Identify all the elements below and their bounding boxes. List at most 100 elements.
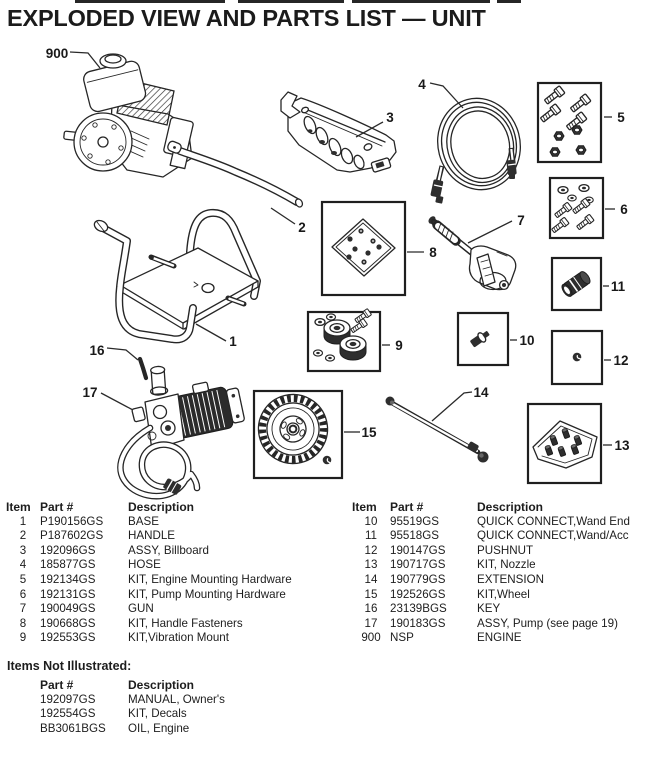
not-illustrated-heading: Items Not Illustrated:: [7, 659, 132, 673]
parts-row: 16 23139BGS KEY: [352, 603, 660, 618]
description-column-header: Description: [128, 678, 195, 692]
item-number: 4: [19, 558, 27, 572]
parts-row: 9 192553GS KIT,Vibration Mount: [6, 632, 346, 647]
kit-vibration-mount-box: [306, 308, 382, 373]
part-column-header: Part #: [390, 500, 424, 514]
handle-illustration: [167, 140, 304, 208]
callout-5: 5: [617, 110, 625, 125]
item-number: 1: [19, 514, 27, 528]
base-illustration: [93, 208, 261, 344]
leader-7: [467, 220, 513, 244]
part-description: GUN: [128, 602, 154, 616]
part-number: NSP: [390, 631, 414, 645]
item-number: 7: [19, 602, 27, 616]
parts-row: 15 192526GS KIT,Wheel: [352, 587, 660, 604]
leader-2: [270, 207, 296, 225]
leader-16: [106, 347, 139, 361]
parts-row: 3 192096GS ASSY, Billboard: [6, 543, 346, 560]
part-number: 192131GS: [40, 587, 96, 601]
not-illustrated-table: Part # Description 192097GS MANUAL, Owne…: [40, 679, 340, 737]
part-column-header: Part #: [40, 500, 74, 514]
leader-17: [100, 392, 134, 411]
part-description: QUICK CONNECT,Wand/Acc: [477, 529, 629, 543]
callout-3: 3: [386, 110, 394, 125]
parts-row: 10 95519GS QUICK CONNECT,Wand End: [352, 514, 660, 531]
item-number: 900: [361, 631, 381, 645]
parts-row: 5 192134GS KIT, Engine Mounting Hardware: [6, 572, 346, 589]
leader-4: [429, 82, 464, 109]
gun-illustration: [428, 216, 517, 291]
callout-900: 900: [46, 46, 69, 61]
callout-12: 12: [613, 353, 628, 368]
part-description: KIT, Pump Mounting Hardware: [128, 587, 286, 601]
item-number: 2: [19, 529, 27, 543]
callout-17: 17: [82, 385, 97, 400]
parts-row: 8 190668GS KIT, Handle Fasteners: [6, 616, 346, 633]
part-number: BB3061BGS: [40, 721, 106, 735]
part-number: 23139BGS: [390, 602, 447, 616]
item-number: 13: [364, 558, 378, 572]
quick-connect-wand-acc-box: [550, 256, 603, 312]
parts-header-row: Item Part # Description: [352, 501, 660, 516]
pump-illustration: [117, 365, 245, 500]
parts-row: 900 NSP ENGINE: [352, 632, 660, 647]
exploded-view-diagram: 900 1 2 3 4 5 6 7 8 9 10 11 12 13 14 15 …: [46, 46, 630, 500]
item-number: 17: [364, 616, 378, 630]
callout-10: 10: [519, 333, 534, 348]
parts-row: 192554GS KIT, Decals: [40, 708, 340, 723]
parts-row: BB3061BGS OIL, Engine: [40, 721, 340, 738]
callout-1: 1: [229, 334, 237, 349]
parts-row: 6 192131GS KIT, Pump Mounting Hardware: [6, 587, 346, 604]
item-number: 5: [19, 572, 27, 586]
item-number: 8: [19, 616, 27, 630]
callout-7: 7: [517, 213, 525, 228]
item-number: 15: [364, 587, 378, 601]
part-number: 190668GS: [40, 616, 96, 630]
parts-row: 7 190049GS GUN: [6, 603, 346, 618]
parts-header-row: Part # Description: [40, 679, 340, 694]
key-illustration: [137, 356, 149, 381]
kit-engine-mounting-box: [536, 81, 603, 164]
part-description: HOSE: [128, 558, 161, 572]
extension-illustration: [385, 396, 489, 463]
parts-row: 1 P190156GS BASE: [6, 514, 346, 531]
engine-illustration: [63, 53, 194, 178]
part-number: 192134GS: [40, 572, 96, 586]
part-number: 192097GS: [40, 692, 96, 706]
description-column-header: Description: [128, 500, 195, 514]
item-number: 3: [19, 543, 27, 557]
part-number: 190147GS: [390, 543, 446, 557]
part-description: KEY: [477, 602, 501, 616]
item-number: 16: [364, 602, 378, 616]
part-number: 192553GS: [40, 631, 96, 645]
item-column-header: Item: [6, 500, 31, 514]
callout-13: 13: [614, 438, 630, 453]
item-number: 14: [364, 572, 378, 586]
callout-9: 9: [395, 338, 403, 353]
leader-1: [195, 323, 227, 342]
pushnut-box: [550, 329, 604, 386]
part-description: ENGINE: [477, 631, 522, 645]
description-column-header: Description: [477, 500, 544, 514]
part-description: KIT, Engine Mounting Hardware: [128, 572, 292, 586]
part-description: OIL, Engine: [128, 721, 190, 735]
parts-row: 12 190147GS PUSHNUT: [352, 543, 660, 560]
callout-2: 2: [298, 220, 306, 235]
part-number: 190779GS: [390, 572, 446, 586]
parts-row: 13 190717GS KIT, Nozzle: [352, 559, 660, 574]
scan-edge-artifact: [497, 0, 521, 3]
callout-15: 15: [361, 425, 377, 440]
parts-row: 11 95518GS QUICK CONNECT,Wand/Acc: [352, 530, 660, 545]
part-description: QUICK CONNECT,Wand End: [477, 514, 630, 528]
parts-header-row: Item Part # Description: [6, 501, 346, 516]
part-number: 190183GS: [390, 616, 446, 630]
part-description: EXTENSION: [477, 572, 544, 586]
part-description: KIT, Decals: [128, 707, 187, 721]
callout-8: 8: [429, 245, 437, 260]
part-number: 95518GS: [390, 529, 439, 543]
part-number: 190717GS: [390, 558, 446, 572]
leader-14: [431, 391, 473, 422]
item-number: 11: [364, 529, 378, 543]
item-number: 10: [364, 514, 378, 528]
